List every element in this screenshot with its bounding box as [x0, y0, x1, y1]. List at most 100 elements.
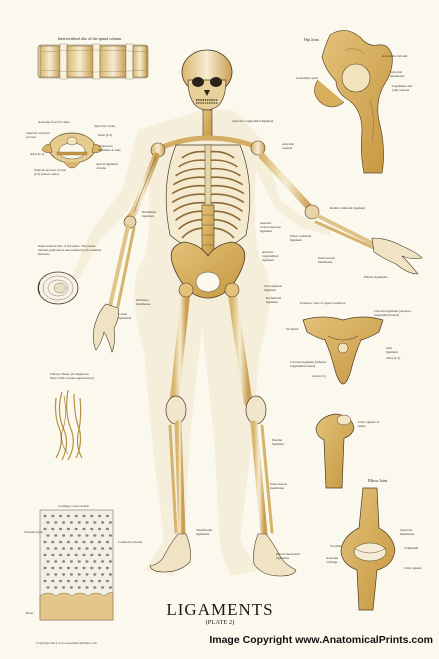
chondrocyte-cell [54, 560, 58, 563]
label-vert-atlas: Atlas (C1) [386, 356, 401, 360]
chondrocyte-cell [77, 573, 81, 576]
label-connective: Connective tissue [118, 540, 143, 544]
chondrocyte-cell [51, 553, 55, 557]
label-ulnar-collateral: Ulnar collateral ligament [290, 234, 312, 242]
chondrocyte-cell [59, 553, 63, 557]
chondrocyte-cell [69, 573, 73, 576]
label-cruciate-superior: Cruciate ligament (superior longitudinal… [374, 309, 412, 317]
elbow-joint-figure [340, 487, 396, 611]
chondrocyte-cell [46, 521, 50, 524]
chondrocyte-cell [59, 579, 63, 583]
label-tibiofibular: Tibiofibular ligaments [196, 528, 213, 536]
chondrocyte-cell [108, 560, 112, 563]
label-elbow-capsule: Joint capsule [404, 566, 422, 570]
chondrocyte-cell [93, 521, 97, 524]
spine-discs-figure [37, 43, 149, 80]
chondrocyte-cell [69, 560, 73, 563]
copyright-text: Copyright 2014 www.AnatomicalPrints.com [36, 641, 97, 645]
chondrocyte-cell [90, 514, 94, 518]
chondrocyte-cell [66, 579, 70, 583]
chondrocyte-cell [108, 534, 112, 537]
chondrocyte-cell [77, 534, 81, 537]
chondrocyte-cell [43, 514, 47, 518]
chondrocyte-cell [108, 573, 112, 576]
chondrocyte-cell [51, 540, 55, 544]
chondrocyte-cell [43, 579, 47, 583]
chondrocyte-cell [105, 553, 109, 557]
chondrocyte-cell [59, 527, 63, 531]
chondrocyte-cell [62, 573, 66, 576]
chondrocyte-cell [105, 579, 109, 583]
chondrocyte-cell [69, 586, 73, 589]
chondrocyte-cell [85, 534, 89, 537]
chondrocyte-cell [105, 540, 109, 544]
chondrocyte-cell [98, 540, 102, 544]
chondrocyte-cell [105, 527, 109, 531]
chondrocyte-cell [66, 566, 70, 570]
chondrocyte-cell [54, 573, 58, 576]
chondrocyte-cell [98, 566, 102, 570]
chondrocyte-cell [77, 547, 81, 550]
cartilage-figure [39, 509, 114, 621]
chondrocyte-cell [101, 534, 105, 537]
chondrocyte-cell [62, 560, 66, 563]
label-iliofemoral: Iliofemoral ligament [266, 296, 282, 304]
label-acetabular-joint: Acetabular joint [296, 76, 318, 80]
label-ant-long: Anterior longitudinal ligament [232, 119, 274, 123]
label-articular-cartilage: Articular cartilage [326, 556, 339, 564]
chondrocyte-cell [51, 527, 55, 531]
chondrocyte-cell [69, 521, 73, 524]
chondrocyte-cell [62, 586, 66, 589]
label-capitulum: Capitulum [404, 546, 419, 550]
label-cruciate-inferior: Cruciate ligament (inferior longitudinal… [290, 360, 327, 368]
atlas-figure [41, 132, 103, 169]
chondrocyte-cell [66, 553, 70, 557]
label-obturator: Obturator membrane [136, 298, 151, 306]
label-acetabular-labrum: Acetabular labrum [382, 54, 408, 58]
rib [207, 193, 245, 204]
label-apical: Apical ligament of dens [96, 162, 118, 170]
chondrocyte-cell [54, 521, 58, 524]
chondrocyte-cell [105, 514, 109, 518]
rib [207, 184, 245, 195]
chondrocyte-cell [101, 586, 105, 589]
rib [172, 176, 209, 186]
chondrocyte-cell [74, 553, 78, 557]
label-ankle-joint: Joint capsule of ankle [358, 420, 380, 428]
chondrocyte-cell [51, 579, 55, 583]
rib [172, 201, 209, 213]
chondrocyte-cell [74, 527, 78, 531]
label-radial-collateral: Radial collateral ligament [330, 206, 366, 210]
chondrocyte-cell [77, 521, 81, 524]
rib [171, 193, 209, 204]
chondrocyte-cell [46, 534, 50, 537]
chondrocyte-cell [74, 514, 78, 518]
chondrocyte-cell [46, 560, 50, 563]
chondrocyte-cell [85, 547, 89, 550]
chondrocyte-cell [43, 553, 47, 557]
chondrocyte-cell [101, 521, 105, 524]
label-bone: Bone [26, 611, 34, 615]
label-axis: Axis (C2) [312, 374, 326, 378]
label-ant-long-2: Anterior longitudinal ligament [262, 250, 279, 262]
label-transverse: Transverse ligament of atlas [98, 144, 121, 152]
chondrocyte-cell [74, 579, 78, 583]
chondrocyte-cell [93, 586, 97, 589]
chondrocyte-cell [69, 534, 73, 537]
chondrocyte-cell [85, 521, 89, 524]
chondrocyte-cell [85, 586, 89, 589]
label-interosseous-2: Interosseous membrane [270, 482, 287, 490]
label-palmar: Palmar ligaments [364, 275, 388, 279]
chondrocyte-cell [66, 540, 70, 544]
chondrocyte-cell [93, 560, 97, 563]
chondrocyte-cell [59, 566, 63, 570]
chondrocyte-cell [82, 579, 86, 583]
chondrocyte-cell [46, 547, 50, 550]
chondrocyte-cell [77, 586, 81, 589]
chondrocyte-cell [93, 534, 97, 537]
label-atlas: Atlas (C1) [30, 152, 45, 156]
chondrocyte-cell [108, 586, 112, 589]
label-superior-articular: Superior articular process [26, 131, 50, 139]
label-iliolumbar: Iliolumbar ligament [142, 210, 157, 218]
